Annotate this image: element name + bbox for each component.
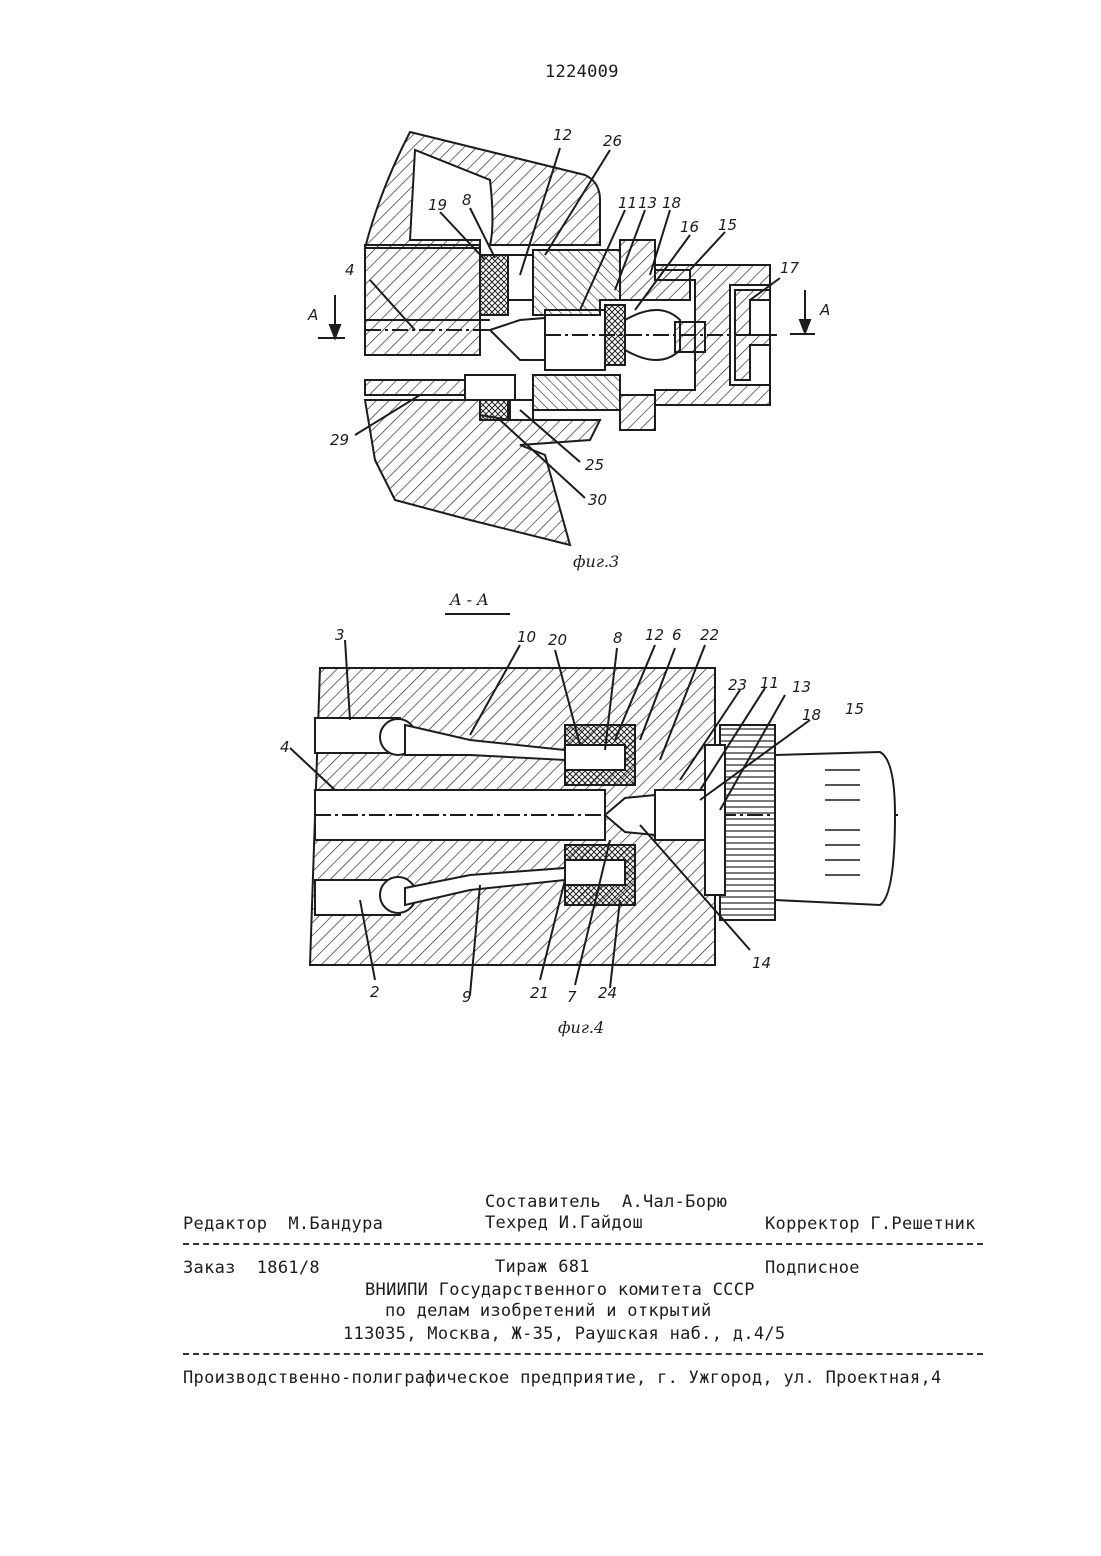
fig3-caption: фиг.3 <box>573 552 619 571</box>
org-line-1: ВНИИПИ Государственного комитета СССР <box>365 1280 755 1300</box>
fig4-label-21: 21 <box>530 984 549 1002</box>
fig3-seal <box>480 255 508 315</box>
fig3-label-4: 4 <box>345 261 355 279</box>
fig4-label-3: 3 <box>335 626 345 644</box>
corrector-line: Корректор Г.Решетник <box>765 1214 976 1234</box>
compiler-line: Составитель А.Чал-Борю <box>485 1192 727 1212</box>
section-title: A - A <box>448 590 489 609</box>
editor-line: Редактор М.Бандура <box>183 1214 383 1234</box>
fig3-label-13: 13 <box>638 194 657 212</box>
fig4-label-15: 15 <box>845 700 864 718</box>
fig4-label-7: 7 <box>567 988 577 1006</box>
fig4-knob <box>775 752 895 905</box>
fig4-label-22: 22 <box>700 626 719 644</box>
fig4-label-20: 20 <box>548 631 567 649</box>
fig4-label-4: 4 <box>280 738 290 756</box>
fig3-label-29: 29 <box>330 431 349 449</box>
fig3-label-12: 12 <box>553 126 572 144</box>
fig4-label-24: 24 <box>598 984 617 1002</box>
figure-3 <box>318 132 815 545</box>
fig3-label-16: 16 <box>680 218 699 236</box>
divider-2 <box>183 1353 983 1355</box>
fig3-lower-body <box>365 400 600 545</box>
fig3-main-block <box>365 245 480 355</box>
fig4-label-9: 9 <box>462 988 472 1006</box>
circulation-line: Тираж 681 <box>495 1257 590 1277</box>
fig3-section-mark-right: A <box>819 301 830 319</box>
fig3-label-30: 30 <box>588 491 607 509</box>
fig4-label-13: 13 <box>792 678 811 696</box>
fig4-label-11: 11 <box>760 674 779 692</box>
fig3-label-15: 15 <box>718 216 737 234</box>
fig4-label-8: 8 <box>613 629 623 647</box>
fig4-label-23: 23 <box>728 676 747 694</box>
techred-line: Техред И.Гайдош <box>485 1213 643 1233</box>
fig3-label-8: 8 <box>462 191 472 209</box>
fig4-label-12: 12 <box>645 626 664 644</box>
fig3-label-25: 25 <box>585 456 604 474</box>
divider-1 <box>183 1243 983 1245</box>
printer-line: Производственно-полиграфическое предприя… <box>183 1368 942 1388</box>
fig3-section-mark-left: A <box>307 306 318 324</box>
fig3-label-18: 18 <box>662 194 681 212</box>
fig3-label-11: 11 <box>618 194 637 212</box>
org-line-3: 113035, Москва, Ж-35, Раушская наб., д.4… <box>343 1324 785 1344</box>
org-line-2: по делам изобретений и открытий <box>385 1301 712 1321</box>
fig4-label-14: 14 <box>752 954 771 972</box>
subscription-line: Подписное <box>765 1258 860 1278</box>
fig4-label-18: 18 <box>802 706 821 724</box>
fig4-knurled-nut <box>720 725 775 920</box>
fig3-label-19: 19 <box>428 196 447 214</box>
fig4-label-10: 10 <box>517 628 536 646</box>
fig3-label-26: 26 <box>603 132 622 150</box>
order-line: Заказ 1861/8 <box>183 1258 320 1278</box>
fig4-label-2: 2 <box>370 983 380 1001</box>
fig4-label-6: 6 <box>672 626 682 644</box>
fig3-upper-body <box>365 132 600 248</box>
fig3-label-17: 17 <box>780 259 800 277</box>
fig4-caption: фиг.4 <box>558 1018 604 1037</box>
